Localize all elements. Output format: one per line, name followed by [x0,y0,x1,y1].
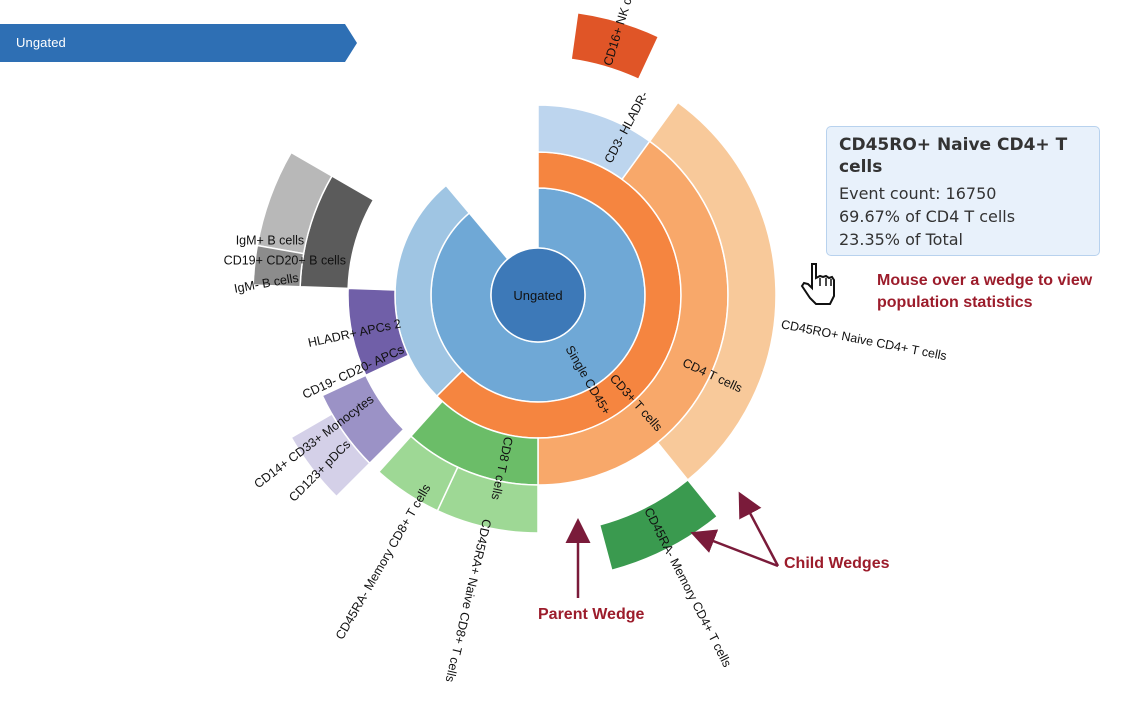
label-cd19-cd20-b: CD19+ CD20+ B cells [224,253,346,267]
wedge-cd19-cd20-apcs[interactable] [347,287,410,377]
tooltip-pct-parent: 69.67% of CD4 T cells [839,207,1016,226]
wedge-igm-plus-b[interactable] [256,151,333,255]
label-cd45ro-naive-cd4: CD45RO+ Naive CD4+ T cells [780,317,948,363]
wedge-cd45ra-memory-cd4[interactable] [598,478,719,572]
wedge-cd16-nk[interactable] [570,11,660,81]
wedge-cd45ra-memory-cd8[interactable] [377,435,459,512]
child-wedge-arrow-2 [738,491,780,567]
mouse-over-annotation: Mouse over a wedge to view population st… [877,272,1093,311]
parent-wedge-annotation: Parent Wedge [538,606,645,623]
wedge-igm-minus-b[interactable] [252,244,305,288]
tooltip-title: CD45RO+ Naive CD4+ T cells [839,135,1068,177]
tooltip-pct-total: 23.35% of Total [839,230,963,249]
label-cd45ra-memory-cd8: CD45RA- Memory CD8+ T cells [333,482,434,642]
tooltip-event-count: Event count: 16750 [839,184,997,203]
population-tooltip: CD45RO+ Naive CD4+ T cells Event count: … [826,126,1100,256]
breadcrumb-arrow [0,24,357,62]
label-cd45ra-naive-cd8: CD45RA+ Naive CD8+ T cells [443,518,494,684]
child-wedges-annotation: Child Wedges [784,555,890,572]
breadcrumb[interactable]: Ungated [0,24,360,62]
child-wedge-arrow-1 [690,529,779,568]
breadcrumb-label: Ungated [16,35,66,50]
wedge-cd123-pdcs[interactable] [290,412,371,498]
label-igm-plus-b: IgM+ B cells [236,233,304,247]
wedge-center[interactable] [490,247,586,343]
hand-pointer-icon [800,263,835,305]
center-label: Ungated [513,288,562,303]
